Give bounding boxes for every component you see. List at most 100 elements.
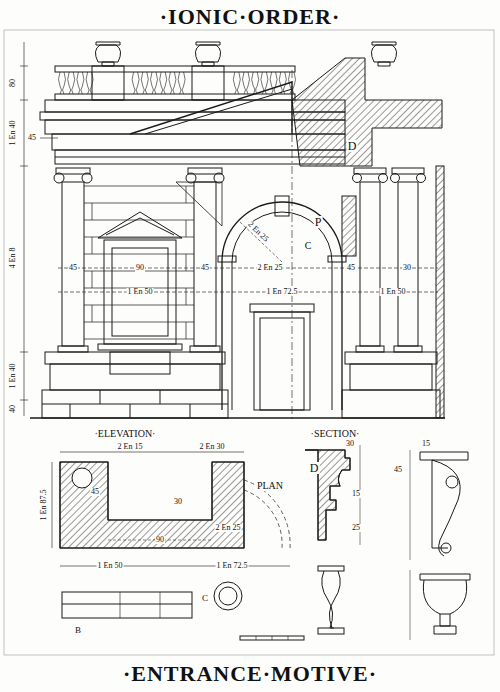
dimension-label: 2 En 30: [199, 443, 226, 451]
plan-stroke: [72, 468, 92, 488]
rusticated-wall-stroke: [186, 322, 187, 339]
dimension-label: 45: [393, 466, 403, 474]
window: [98, 212, 182, 374]
keystone: [275, 196, 289, 216]
arch-stroke: [218, 256, 236, 262]
dimension-label: 2 En 15: [117, 443, 144, 451]
urn-stroke: [95, 42, 120, 66]
reference-letter: B: [74, 626, 82, 635]
balustrade-stroke-stroke: [86, 72, 93, 94]
window-stroke: [110, 352, 170, 374]
ionic-column-stroke: [379, 174, 388, 183]
balustrade-stroke-stroke: [59, 72, 66, 94]
rusticated-wall: [84, 186, 194, 339]
dimension-label: 1 En 72.5: [216, 562, 249, 570]
rusticated-wall-stroke: [84, 339, 194, 340]
ionic-column-stroke: [398, 182, 418, 346]
pedestal-stroke: [342, 390, 440, 418]
dimension-label: 15: [351, 490, 361, 498]
dimension-line-stroke: [58, 268, 438, 269]
ionic-column-stroke: [354, 168, 386, 174]
plan-stroke: [62, 604, 192, 605]
plan-stroke: [60, 462, 244, 548]
reference-letter: D: [347, 140, 358, 152]
pediment: [130, 82, 292, 134]
view-title: ·ELEVATION·: [94, 429, 157, 439]
dimension-label: 15: [421, 440, 431, 448]
balustrade-stroke: [55, 66, 295, 72]
baluster-stroke: [322, 571, 341, 628]
pedestal-stroke: [45, 352, 225, 364]
dimension-label: 1 En 40: [9, 120, 17, 147]
window-stroke: [106, 218, 174, 235]
reference-letter: C: [201, 594, 209, 603]
ionic-column-stroke: [62, 182, 84, 346]
rusticated-wall-stroke: [84, 186, 194, 187]
dimension-label: 30: [402, 264, 412, 272]
arch-stroke: [260, 318, 304, 410]
baluster-stroke: [318, 628, 344, 634]
urn-stroke: [371, 42, 396, 66]
balustrade-stroke-stroke: [233, 72, 240, 94]
balustrade-stroke-stroke: [252, 72, 259, 94]
ionic-column: [54, 168, 426, 352]
rusticated-wall-stroke: [186, 220, 187, 237]
rusticated-wall-stroke: [186, 288, 187, 305]
baluster: [318, 566, 344, 634]
rusticated-wall-stroke: [84, 322, 194, 323]
console-bracket-stroke: [432, 460, 448, 548]
balustrade-stroke: [59, 72, 296, 94]
baluster-stroke: [318, 566, 344, 571]
pedestal-stroke: [100, 390, 101, 404]
dimension-label: 1 En 50: [97, 562, 124, 570]
dimension-line-stroke: [20, 100, 28, 101]
ionic-column-stroke: [353, 174, 362, 183]
pedestal-stroke: [50, 364, 220, 390]
urn-stroke: [410, 570, 411, 640]
reference-letter: P: [314, 216, 323, 228]
ionic-column-stroke: [214, 173, 224, 183]
urn: [410, 570, 470, 640]
section-cut-stroke: [342, 196, 356, 256]
window-stroke: [98, 344, 182, 350]
pedestal-stroke: [350, 364, 432, 390]
sheet-border: [4, 30, 494, 655]
pedestal-stroke: [160, 390, 161, 404]
dimension-label: 30: [345, 440, 355, 448]
ionic-column-stroke: [356, 346, 384, 352]
balustrade-stroke-stroke: [160, 72, 167, 94]
dimension-label: 25: [351, 524, 361, 532]
balustrade-stroke: [92, 66, 124, 100]
balustrade-stroke-stroke: [169, 72, 176, 94]
console-bracket-stroke: [410, 450, 411, 560]
entablature-stroke: [145, 89, 292, 134]
rusticated-wall-stroke: [186, 186, 187, 203]
arch-stroke: [328, 256, 346, 262]
console-bracket-stroke: [420, 452, 468, 460]
window-stroke: [98, 212, 182, 238]
dimension-line-stroke: [20, 400, 28, 401]
rusticated-wall-stroke: [84, 220, 194, 221]
dimension-label: 30: [173, 498, 183, 506]
ionic-column-stroke: [194, 182, 216, 346]
dimension-label: 90: [155, 536, 165, 544]
console-bracket: [410, 450, 468, 560]
balustrade-stroke-stroke: [77, 72, 84, 94]
rusticated-wall-stroke: [84, 305, 194, 306]
console-bracket-stroke: [432, 460, 460, 556]
dimension-label: 1 En 87.5: [40, 489, 48, 522]
plan-stroke: [256, 636, 288, 640]
plan-stroke: [120, 592, 160, 618]
section-details: [305, 445, 470, 640]
urn-stroke: [195, 42, 220, 66]
balustrade-stroke-stroke: [178, 72, 185, 94]
dimension-line-stroke: [20, 352, 28, 353]
plan-stroke: [60, 566, 290, 567]
pedestal-stroke: [190, 404, 191, 418]
reference-letter: C: [304, 241, 313, 251]
ionic-column-stroke: [82, 173, 92, 183]
reference-letter: D: [309, 462, 320, 474]
plan-stroke: [214, 582, 242, 610]
